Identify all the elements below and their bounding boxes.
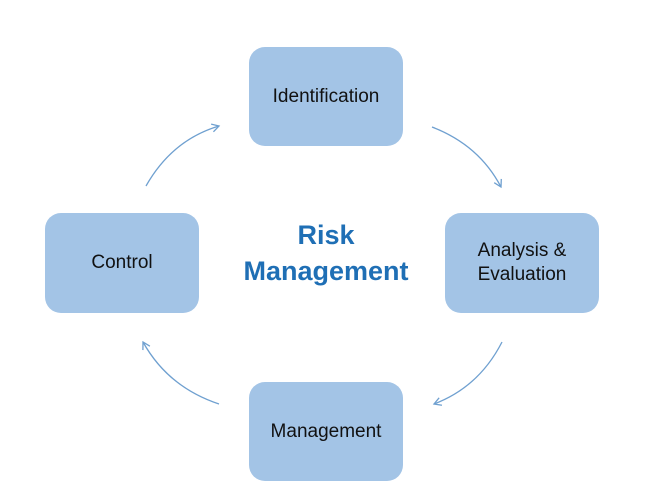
node-identification-label: Identification [272, 85, 380, 107]
node-management-label: Management [270, 420, 382, 442]
center-title-line-1: Risk [297, 220, 355, 250]
node-analysis-evaluation-label: Analysis & Evaluation [477, 240, 567, 285]
node-identification: Identification [249, 47, 403, 146]
center-title-line-2: Management [243, 255, 409, 286]
node-control: Control [45, 213, 199, 313]
center-title: Risk Management [210, 218, 442, 289]
node-control-label: Control [91, 252, 153, 274]
arrow-management-to-control [142, 340, 220, 405]
node-analysis-evaluation: Analysis & Evaluation [445, 213, 599, 313]
arrow-identification-to-analysis [431, 126, 502, 189]
arrow-control-to-identification [145, 123, 221, 187]
arrow-analysis-to-management [432, 341, 503, 406]
node-management: Management [249, 382, 403, 481]
